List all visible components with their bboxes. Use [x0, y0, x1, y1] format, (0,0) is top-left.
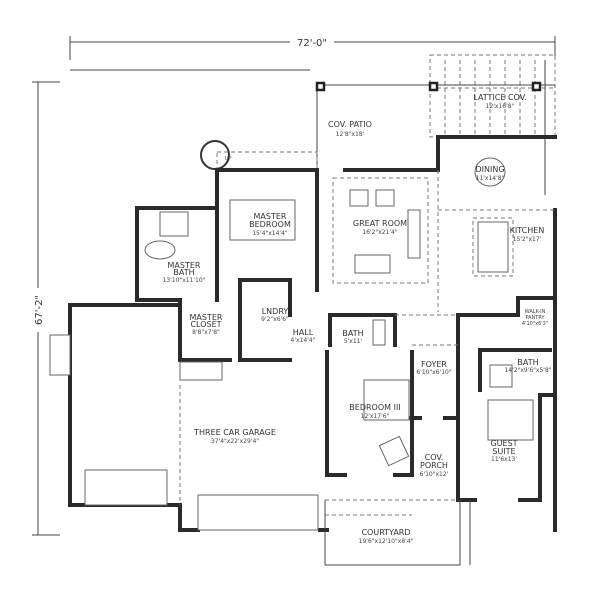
room-dims: 11'6x13' [491, 456, 517, 463]
room-dims: 8'8"x7'8" [192, 329, 220, 336]
room-name: BATH [342, 329, 363, 338]
room-three-car-garage: THREE CAR GARAGE 37'4"x22'x29'4" [193, 428, 276, 445]
room-name: MASTER [190, 313, 223, 322]
room-cov-patio: COV. PATIO 12'8"x18' [328, 120, 372, 138]
room-name: MASTER [254, 212, 287, 221]
room-name: BATH [173, 268, 194, 277]
room-master-bath: MASTER BATH 13'10"x11'10" [163, 261, 206, 284]
stair-up-label: UP [225, 156, 232, 162]
room-name: BATH [517, 358, 538, 367]
room-dims: 12'x17'6" [361, 413, 390, 420]
room-walk-in-pantry: WALK-IN PANTRY 4'10"x6'3" [522, 309, 548, 327]
room-bedroom-iii: BEDROOM III 12'x17'6" [349, 403, 400, 420]
room-name: LATTICE COV. [473, 93, 526, 102]
room-dims: 4'x14'4" [291, 337, 316, 344]
room-bath-guest: BATH 14'2"x9'6"x5'8" [504, 358, 551, 374]
room-lattice-cov: LATTICE COV. 12'x16'8" [473, 93, 526, 110]
room-name: FOYER [421, 360, 447, 369]
room-name: MASTER [168, 261, 201, 270]
room-dims: 14'2"x9'6"x5'8" [504, 367, 551, 374]
room-foyer: FOYER 6'10"x6'10" [416, 360, 452, 376]
room-name: CLOSET [190, 320, 221, 329]
room-dims: 6'10"x6'10" [416, 369, 452, 376]
room-laundry: LNDRY 9'2"x6'6" [261, 307, 289, 323]
room-name: LNDRY [262, 307, 289, 316]
room-kitchen: KITCHEN 15'2"x17' [510, 226, 545, 243]
room-dims: 12'x16'8" [486, 103, 515, 110]
room-name: THREE CAR GARAGE [193, 428, 276, 437]
room-name: GREAT ROOM [353, 219, 407, 228]
room-dims: 15'4"x14'4" [252, 230, 288, 237]
room-name: WALK-IN [525, 309, 546, 315]
room-dims: 6'10"x12' [420, 471, 449, 478]
room-dims: 19'6"x12'10"x8'4" [359, 538, 414, 545]
room-name: BEDROOM III [349, 403, 400, 412]
walls [68, 135, 557, 532]
overall-width-label: 72'-0" [297, 38, 327, 49]
room-name: HALL [293, 328, 314, 337]
room-master-bedroom: MASTER BEDROOM 15'4"x14'4" [249, 212, 291, 237]
room-dims: 4'10"x6'3" [522, 321, 548, 327]
fixtures [49, 157, 534, 531]
room-dims: 9'2"x6'6" [261, 316, 289, 323]
room-name: GUEST [490, 439, 517, 448]
room-name: PANTRY [525, 315, 545, 321]
room-dims: 5'x11' [344, 338, 363, 345]
dashed-guides [179, 170, 555, 566]
overall-width-dimension: 72'-0" [69, 36, 556, 60]
room-name: BEDROOM [249, 220, 291, 229]
room-name: COURTYARD [361, 528, 410, 537]
room-dims: 16'2"x21'4" [362, 229, 398, 236]
room-dims: 12'8"x18' [336, 131, 365, 138]
room-cov-porch: COV. PORCH 6'10"x12' [420, 453, 449, 478]
room-dims: 37'4"x22'x29'4" [211, 438, 259, 445]
room-bath-hall: BATH 5'x11' [342, 329, 363, 345]
room-name: COV. [425, 453, 444, 462]
room-master-closet: MASTER CLOSET 8'8"x7'8" [190, 313, 223, 336]
room-dims: 13'10"x11'10" [163, 277, 206, 284]
room-name: DINING [475, 165, 504, 174]
room-guest-suite: GUEST SUITE 11'6x13' [490, 439, 517, 463]
room-name: COV. PATIO [328, 120, 372, 129]
room-name: KITCHEN [510, 226, 545, 235]
room-dining: DINING 11'x14'8" [475, 165, 504, 182]
room-name: SUITE [492, 447, 515, 456]
room-name: PORCH [420, 461, 448, 470]
room-great-room: GREAT ROOM 16'2"x21'4" [353, 219, 407, 236]
room-dims: 11'x14'8" [476, 175, 505, 182]
overall-depth-label: 67'-2" [34, 295, 45, 325]
room-dims: 15'2"x17' [513, 236, 542, 243]
room-courtyard: COURTYARD 19'6"x12'10"x8'4" [359, 528, 414, 545]
covered-patio [315, 81, 555, 170]
overall-depth-dimension: 67'-2" [32, 81, 60, 536]
spiral-stair: UP [200, 140, 318, 171]
room-hall: HALL 4'x14'4" [291, 328, 316, 344]
